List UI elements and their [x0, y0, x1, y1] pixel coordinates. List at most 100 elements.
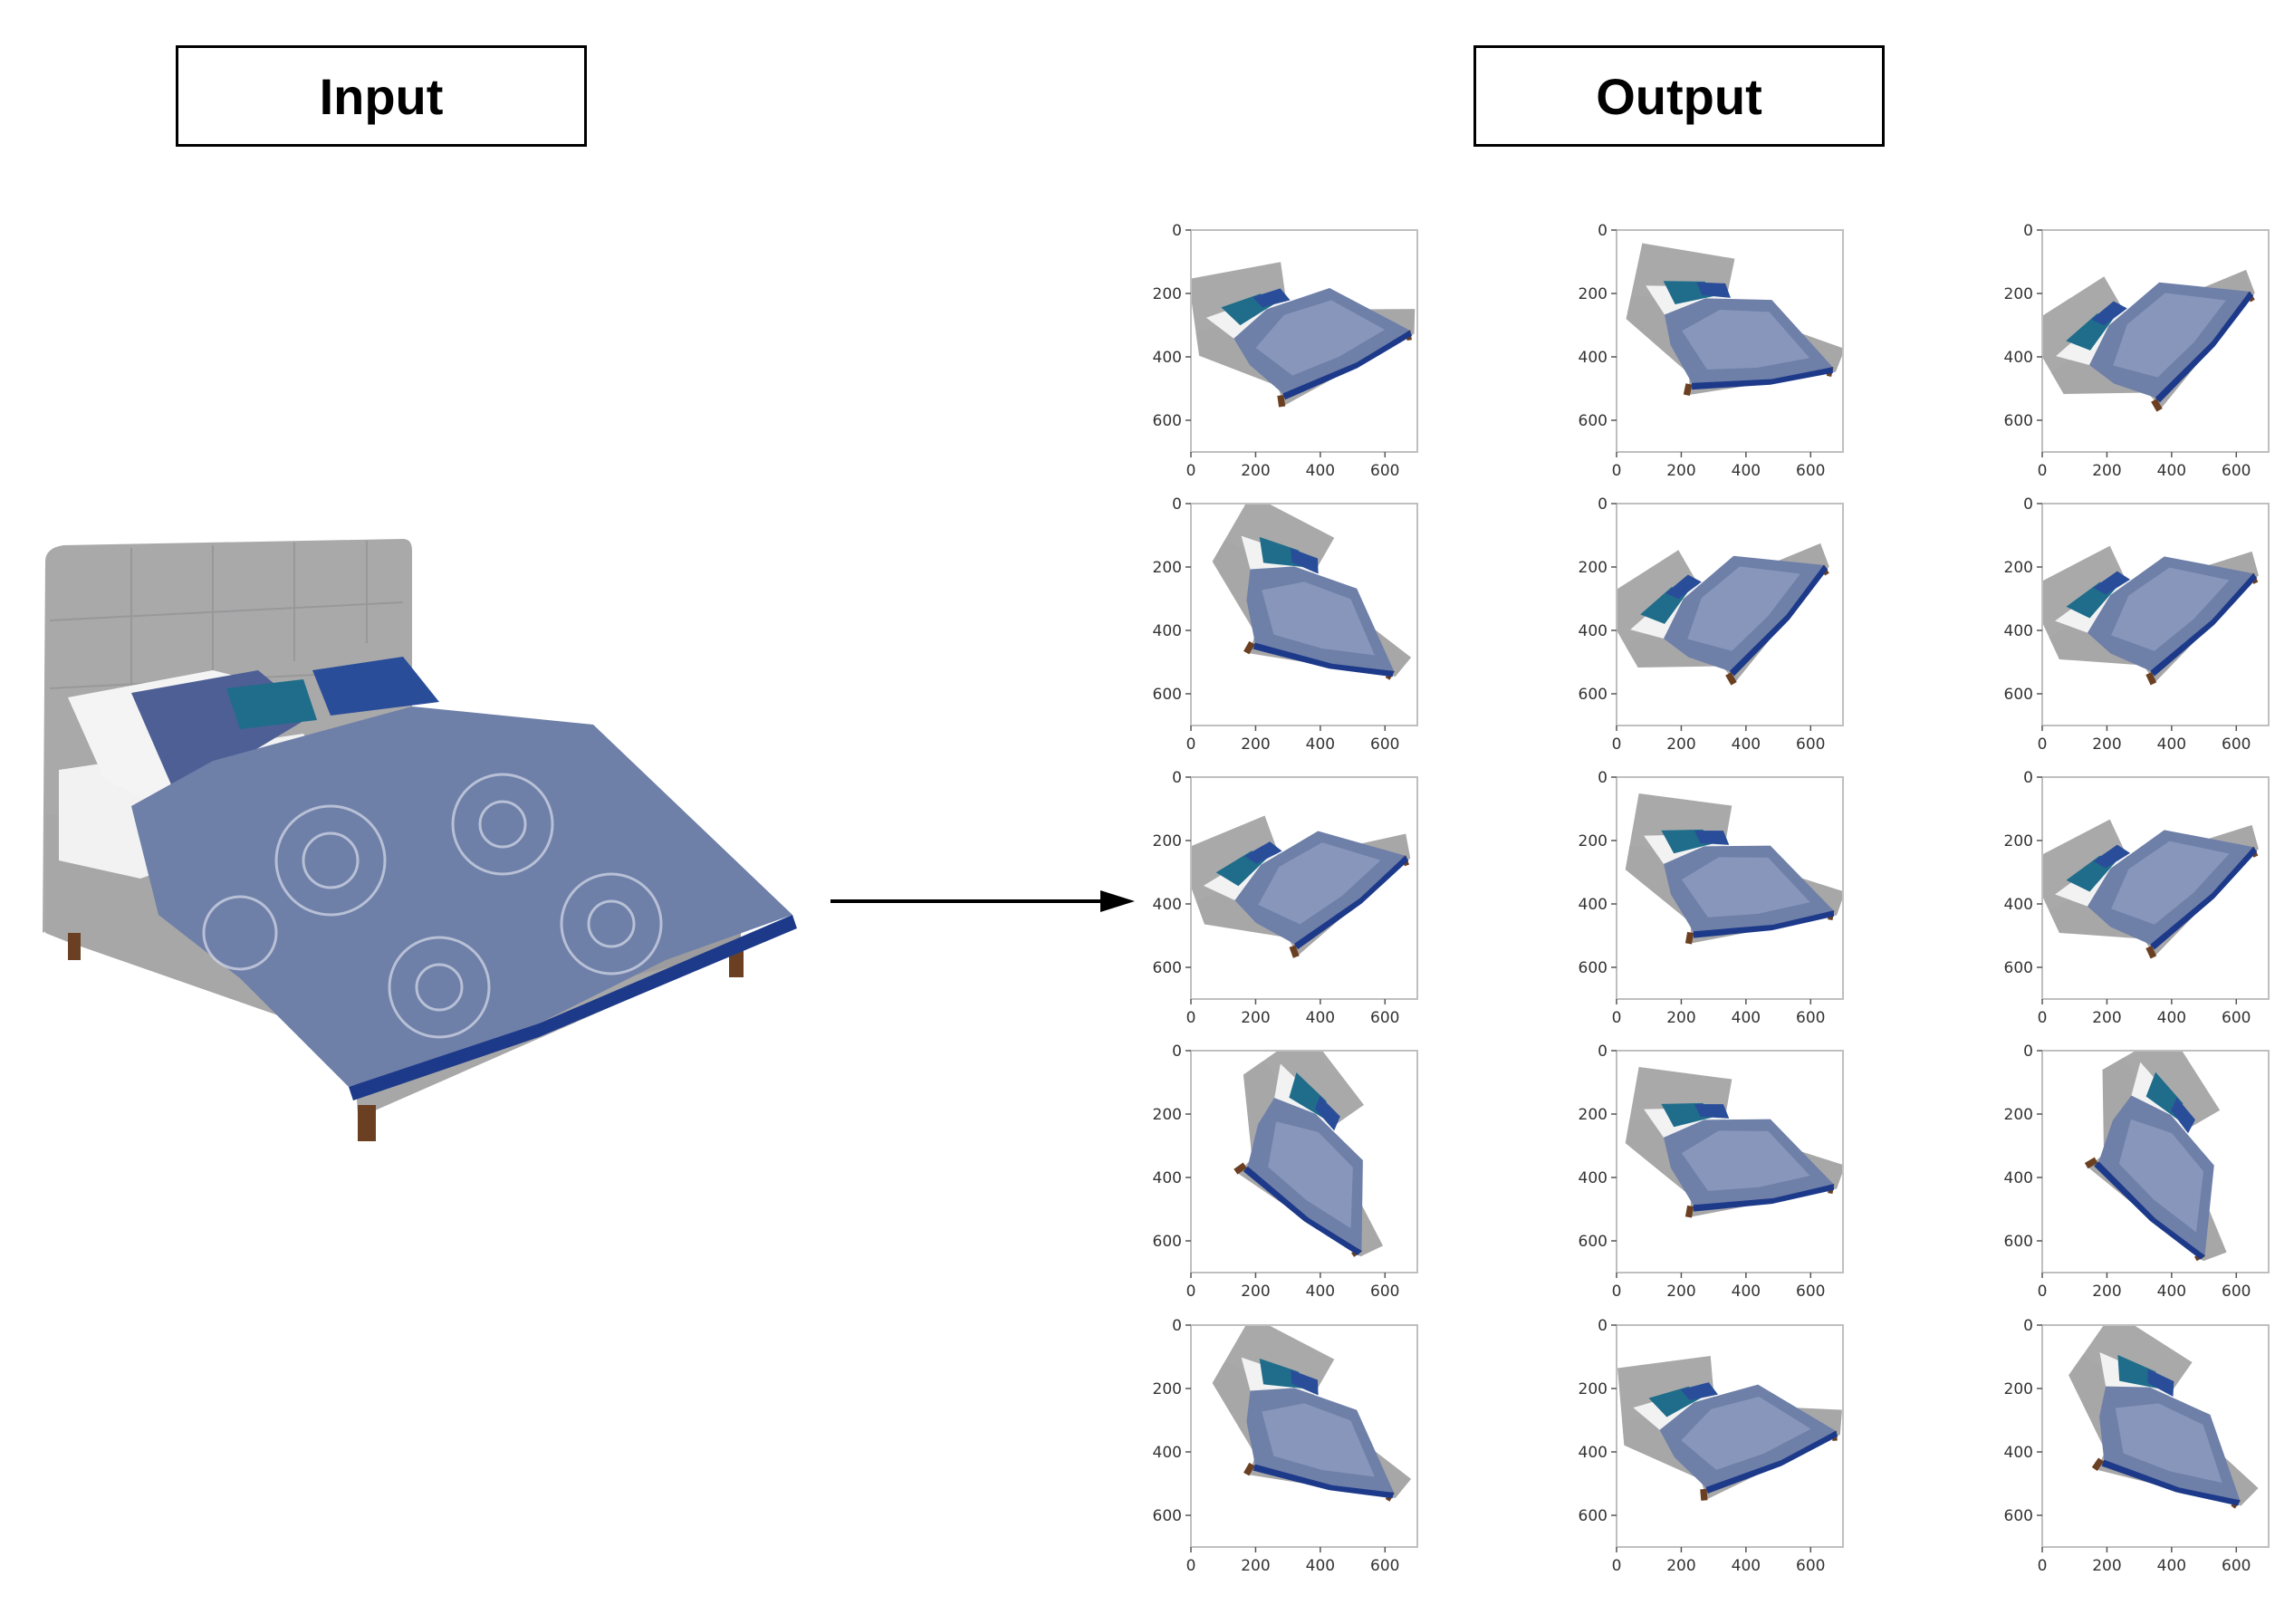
- x-tick-label: 0: [1612, 1283, 1622, 1301]
- x-tick-label: 600: [1370, 462, 1399, 480]
- y-tick-label: 0: [1598, 769, 1608, 787]
- x-tick-label: 0: [2038, 735, 2048, 754]
- x-tick-label: 600: [1370, 1283, 1399, 1301]
- y-tick-label: 0: [1172, 495, 1182, 514]
- y-tick-label: 600: [1579, 959, 1608, 977]
- x-tick-label: 400: [1306, 1557, 1335, 1575]
- x-tick-label: 200: [2092, 1009, 2121, 1027]
- x-tick-label: 400: [1732, 1557, 1761, 1575]
- y-tick-label: 0: [1598, 1043, 1608, 1061]
- y-tick-label: 400: [1579, 622, 1608, 640]
- x-tick-label: 200: [1241, 1009, 1270, 1027]
- y-tick-label: 400: [2004, 349, 2033, 367]
- y-tick-label: 400: [2004, 1444, 2033, 1462]
- x-tick-label: 600: [2222, 1283, 2251, 1301]
- y-tick-label: 200: [1153, 559, 1182, 577]
- x-tick-label: 400: [1732, 1283, 1761, 1301]
- y-tick-label: 0: [1172, 1317, 1182, 1335]
- input-title: Input: [319, 67, 444, 125]
- x-tick-label: 200: [1666, 735, 1695, 754]
- y-tick-label: 400: [1579, 896, 1608, 914]
- y-tick-label: 600: [1579, 1507, 1608, 1525]
- y-tick-label: 0: [2023, 222, 2033, 240]
- x-tick-label: 400: [1732, 735, 1761, 754]
- y-tick-label: 600: [1153, 959, 1182, 977]
- y-tick-label: 200: [1579, 285, 1608, 303]
- y-tick-label: 200: [1153, 832, 1182, 850]
- x-tick-label: 600: [1370, 1557, 1399, 1575]
- y-tick-label: 0: [2023, 769, 2033, 787]
- y-tick-label: 400: [2004, 1169, 2033, 1187]
- y-tick-label: 200: [1153, 285, 1182, 303]
- y-tick-label: 200: [1153, 1380, 1182, 1398]
- output-panel: 0 200 400 600 0 200 400 600: [2004, 1043, 2270, 1301]
- y-tick-label: 400: [1579, 1444, 1608, 1462]
- x-tick-label: 200: [2092, 1557, 2121, 1575]
- x-tick-label: 0: [2038, 1557, 2048, 1575]
- x-tick-label: 0: [2038, 1009, 2048, 1027]
- output-panel: 0 200 400 600 0 200 400 600: [1579, 1043, 1844, 1301]
- y-tick-label: 400: [1153, 622, 1182, 640]
- output-title-box: Output: [1473, 45, 1885, 147]
- x-tick-label: 600: [1796, 735, 1825, 754]
- x-tick-label: 600: [2222, 462, 2251, 480]
- y-tick-label: 600: [2004, 686, 2033, 704]
- x-tick-label: 600: [1796, 1009, 1825, 1027]
- y-tick-label: 200: [2004, 285, 2033, 303]
- x-tick-label: 200: [2092, 462, 2121, 480]
- x-tick-label: 400: [1306, 462, 1335, 480]
- x-tick-label: 600: [2222, 735, 2251, 754]
- x-tick-label: 200: [2092, 735, 2121, 754]
- y-tick-label: 0: [1172, 222, 1182, 240]
- y-tick-label: 200: [1579, 559, 1608, 577]
- y-tick-label: 200: [2004, 1106, 2033, 1124]
- y-tick-label: 600: [1579, 686, 1608, 704]
- x-tick-label: 0: [1186, 1009, 1196, 1027]
- y-tick-label: 600: [1579, 412, 1608, 430]
- y-tick-label: 600: [1579, 1233, 1608, 1251]
- y-tick-label: 0: [1598, 1317, 1608, 1335]
- y-tick-label: 400: [1579, 1169, 1608, 1187]
- y-tick-label: 600: [2004, 1233, 2033, 1251]
- y-tick-label: 200: [1579, 1106, 1608, 1124]
- y-tick-label: 600: [2004, 1507, 2033, 1525]
- x-tick-label: 200: [1241, 1283, 1270, 1301]
- x-tick-label: 0: [1186, 735, 1196, 754]
- x-tick-label: 600: [1796, 1283, 1825, 1301]
- y-tick-label: 0: [2023, 1043, 2033, 1061]
- x-tick-label: 400: [1732, 1009, 1761, 1027]
- x-tick-label: 400: [2157, 1009, 2186, 1027]
- x-tick-label: 400: [2157, 1283, 2186, 1301]
- y-tick-label: 400: [1579, 349, 1608, 367]
- x-tick-label: 200: [1666, 1283, 1695, 1301]
- y-tick-label: 600: [1153, 1507, 1182, 1525]
- y-tick-label: 200: [1579, 832, 1608, 850]
- y-tick-label: 400: [2004, 896, 2033, 914]
- y-tick-label: 0: [1598, 495, 1608, 514]
- x-tick-label: 600: [1796, 1557, 1825, 1575]
- x-tick-label: 600: [1370, 735, 1399, 754]
- x-tick-label: 400: [1306, 1283, 1335, 1301]
- x-tick-label: 0: [1612, 1009, 1622, 1027]
- y-tick-label: 200: [2004, 832, 2033, 850]
- x-tick-label: 0: [1186, 1283, 1196, 1301]
- x-tick-label: 400: [1306, 735, 1335, 754]
- x-tick-label: 200: [2092, 1283, 2121, 1301]
- x-tick-label: 600: [1370, 1009, 1399, 1027]
- y-tick-label: 200: [1153, 1106, 1182, 1124]
- input-title-box: Input: [176, 45, 587, 147]
- x-tick-label: 400: [2157, 1557, 2186, 1575]
- y-tick-label: 600: [1153, 686, 1182, 704]
- x-tick-label: 0: [2038, 1283, 2048, 1301]
- x-tick-label: 0: [1612, 1557, 1622, 1575]
- y-tick-label: 200: [2004, 559, 2033, 577]
